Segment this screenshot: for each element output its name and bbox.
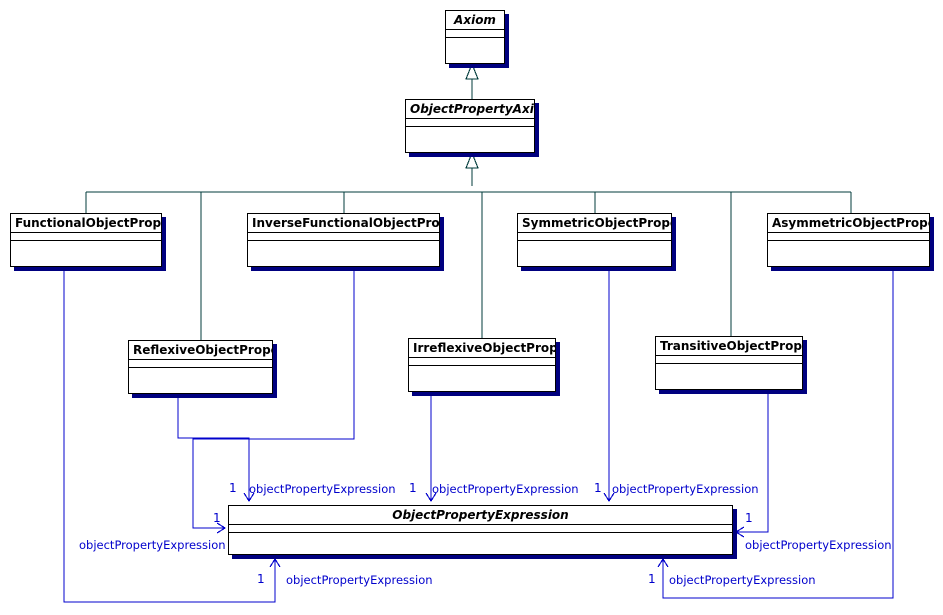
class-box-objectpropertyexpression[interactable]: ObjectPropertyExpression [228,505,733,555]
role-label-transitive: objectPropertyExpression [745,538,892,552]
multiplicity-label-asymmetric: 1 [648,572,656,586]
class-box-symmetricobjectproperty[interactable]: SymmetricObjectProperty [517,213,672,267]
role-label-functional: objectPropertyExpression [286,573,433,587]
class-name-transitiveobjectproperty: TransitiveObjectProperty [656,337,802,356]
class-attributes-irreflexiveobjectproperty [409,358,555,366]
class-box-inversefunctionalobjectproperty[interactable]: InverseFunctionalObjectProperty [247,213,440,267]
class-name-irreflexiveobjectproperty: IrreflexiveObjectProperty [409,339,555,358]
class-operations-symmetricobjectproperty [518,241,671,263]
class-attributes-objectpropertyexpression [229,525,732,533]
class-operations-reflexiveobjectproperty [129,368,272,390]
multiplicity-label-inverse-functional: 1 [213,511,221,525]
generalization-arrowhead-objectpropertyaxiom [465,151,479,169]
role-label-inverse-functional: objectPropertyExpression [79,538,226,552]
class-operations-axiom [446,38,504,60]
class-name-axiom: Axiom [446,11,504,30]
class-name-functionalobjectproperty: FunctionalObjectProperty [11,214,161,233]
class-operations-inversefunctionalobjectproperty [248,241,439,263]
class-operations-objectpropertyexpression [229,533,732,555]
class-attributes-inversefunctionalobjectproperty [248,233,439,241]
class-attributes-transitiveobjectproperty [656,356,802,364]
class-name-symmetricobjectproperty: SymmetricObjectProperty [518,214,671,233]
class-name-reflexiveobjectproperty: ReflexiveObjectProperty [129,341,272,360]
class-attributes-reflexiveobjectproperty [129,360,272,368]
class-operations-irreflexiveobjectproperty [409,366,555,388]
role-label-symmetric: objectPropertyExpression [612,482,759,496]
class-box-reflexiveobjectproperty[interactable]: ReflexiveObjectProperty [128,340,273,394]
role-label-reflexive: objectPropertyExpression [249,482,396,496]
class-attributes-asymmetricobjectproperty [768,233,929,241]
class-attributes-objectpropertyaxiom [406,119,534,127]
class-box-irreflexiveobjectproperty[interactable]: IrreflexiveObjectProperty [408,338,556,392]
role-label-asymmetric: objectPropertyExpression [669,573,816,587]
class-attributes-axiom [446,30,504,38]
class-operations-objectpropertyaxiom [406,127,534,149]
multiplicity-label-transitive: 1 [745,511,753,525]
class-name-inversefunctionalobjectproperty: InverseFunctionalObjectProperty [248,214,439,233]
class-box-asymmetricobjectproperty[interactable]: AsymmetricObjectProperty [767,213,930,267]
generalization-arrowhead-axiom [465,62,479,80]
class-name-objectpropertyexpression: ObjectPropertyExpression [229,506,732,525]
association-edge-reflexive [177,394,255,503]
class-box-transitiveobjectproperty[interactable]: TransitiveObjectProperty [655,336,803,390]
class-box-axiom[interactable]: Axiom [445,10,505,64]
class-operations-transitiveobjectproperty [656,364,802,386]
class-attributes-functionalobjectproperty [11,233,161,241]
class-box-objectpropertyaxiom[interactable]: ObjectPropertyAxiom [405,99,535,153]
multiplicity-label-reflexive: 1 [229,481,237,495]
class-box-functionalobjectproperty[interactable]: FunctionalObjectProperty [10,213,162,267]
class-operations-asymmetricobjectproperty [768,241,929,263]
class-name-asymmetricobjectproperty: AsymmetricObjectProperty [768,214,929,233]
class-operations-functionalobjectproperty [11,241,161,263]
multiplicity-label-functional: 1 [257,572,265,586]
class-name-objectpropertyaxiom: ObjectPropertyAxiom [406,100,534,119]
multiplicity-label-symmetric: 1 [594,481,602,495]
multiplicity-label-irreflexive: 1 [409,481,417,495]
role-label-irreflexive: objectPropertyExpression [432,482,579,496]
class-attributes-symmetricobjectproperty [518,233,671,241]
